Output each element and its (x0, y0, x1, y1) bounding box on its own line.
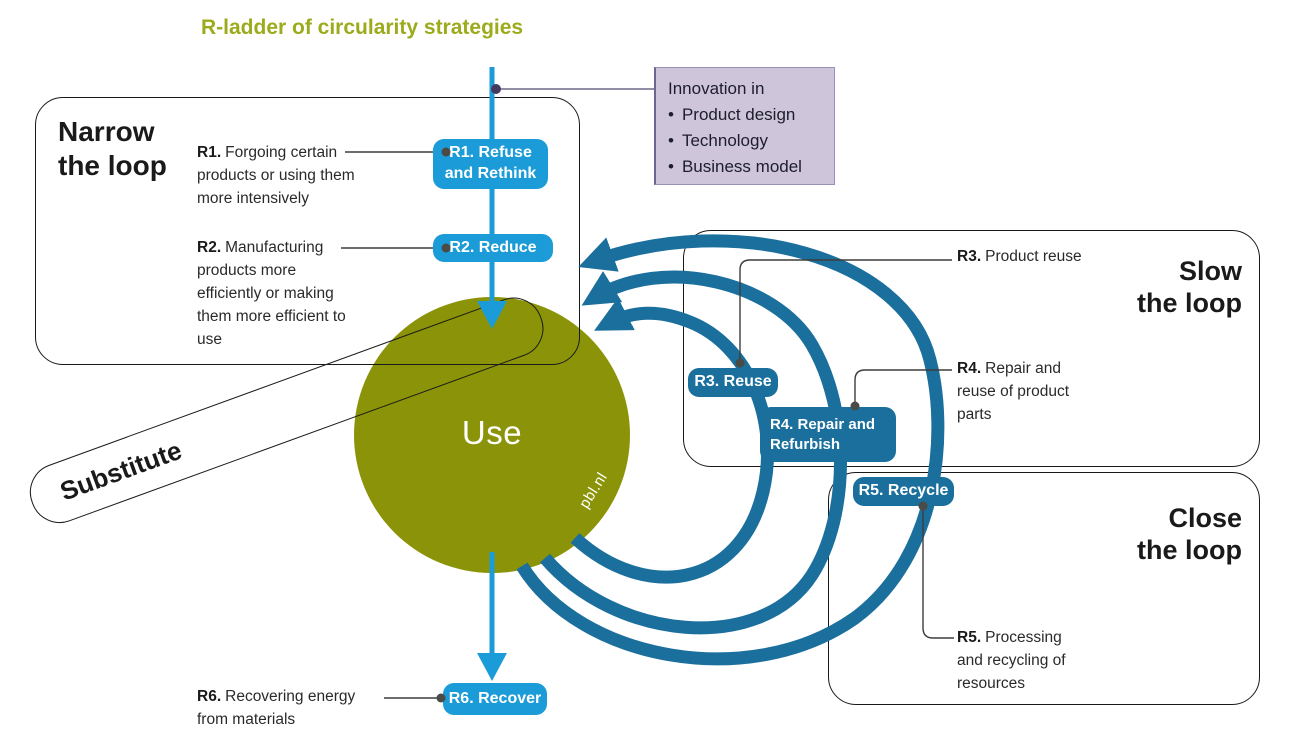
r5-connector-dot (918, 501, 928, 511)
r3-reuse-badge: R3. Reuse (688, 368, 778, 397)
r6-description: R6.Recovering energy from materials (197, 688, 356, 728)
page-title: R-ladder of circularity strategies (201, 16, 524, 39)
slow-the-loop-box (683, 230, 1260, 467)
innovation-bullet: Product design (668, 102, 822, 128)
innovation-connector-dot (491, 84, 501, 94)
r1-refuse-rethink-badge: R1. Refuse and Rethink (433, 139, 548, 189)
innovation-bullet: Business model (668, 154, 822, 180)
close-the-loop-heading: Close the loop (1137, 503, 1242, 566)
r3-description: R3.Product reuse (957, 248, 1082, 265)
loop-arc-r4 (540, 270, 847, 635)
r6-recover-badge: R6. Recover (443, 683, 547, 715)
flow-arrowhead-into-use (477, 301, 507, 329)
innovation-box: Innovation in Product design Technology … (654, 67, 835, 185)
innovation-bullet: Technology (668, 128, 822, 154)
close-the-loop-box (828, 472, 1260, 705)
r1-connector-dot (441, 147, 451, 157)
connector-r4 (854, 369, 952, 405)
r3-connector-dot (735, 358, 745, 368)
innovation-heading: Innovation in (668, 79, 765, 98)
use-circle (354, 297, 630, 573)
narrow-the-loop-box (35, 97, 580, 365)
r5-recycle-badge: R5. Recycle (853, 477, 954, 506)
connector-r3 (739, 259, 952, 362)
r2-description: R2.Manufacturing products more efficient… (197, 239, 346, 348)
narrow-the-loop-heading: Narrow the loop (58, 116, 167, 181)
r1-description: R1.Forgoing certain products or using th… (197, 144, 355, 207)
r5-description: R5.Processing and recycling of resources (957, 629, 1066, 692)
slow-the-loop-heading: Slow the loop (1137, 256, 1242, 319)
r2-connector-dot (441, 243, 451, 253)
connector-r5 (922, 506, 954, 639)
r2-reduce-badge: R2. Reduce (433, 234, 553, 262)
r4-repair-refurbish-badge: R4. Repair and Refurbish (760, 407, 896, 462)
r4-description: R4.Repair and reuse of product parts (957, 360, 1070, 423)
r4-connector-dot (850, 401, 860, 411)
flow-arrowhead-into-recover (477, 653, 507, 681)
use-label: Use (461, 414, 523, 451)
r6-connector-dot (436, 693, 446, 703)
